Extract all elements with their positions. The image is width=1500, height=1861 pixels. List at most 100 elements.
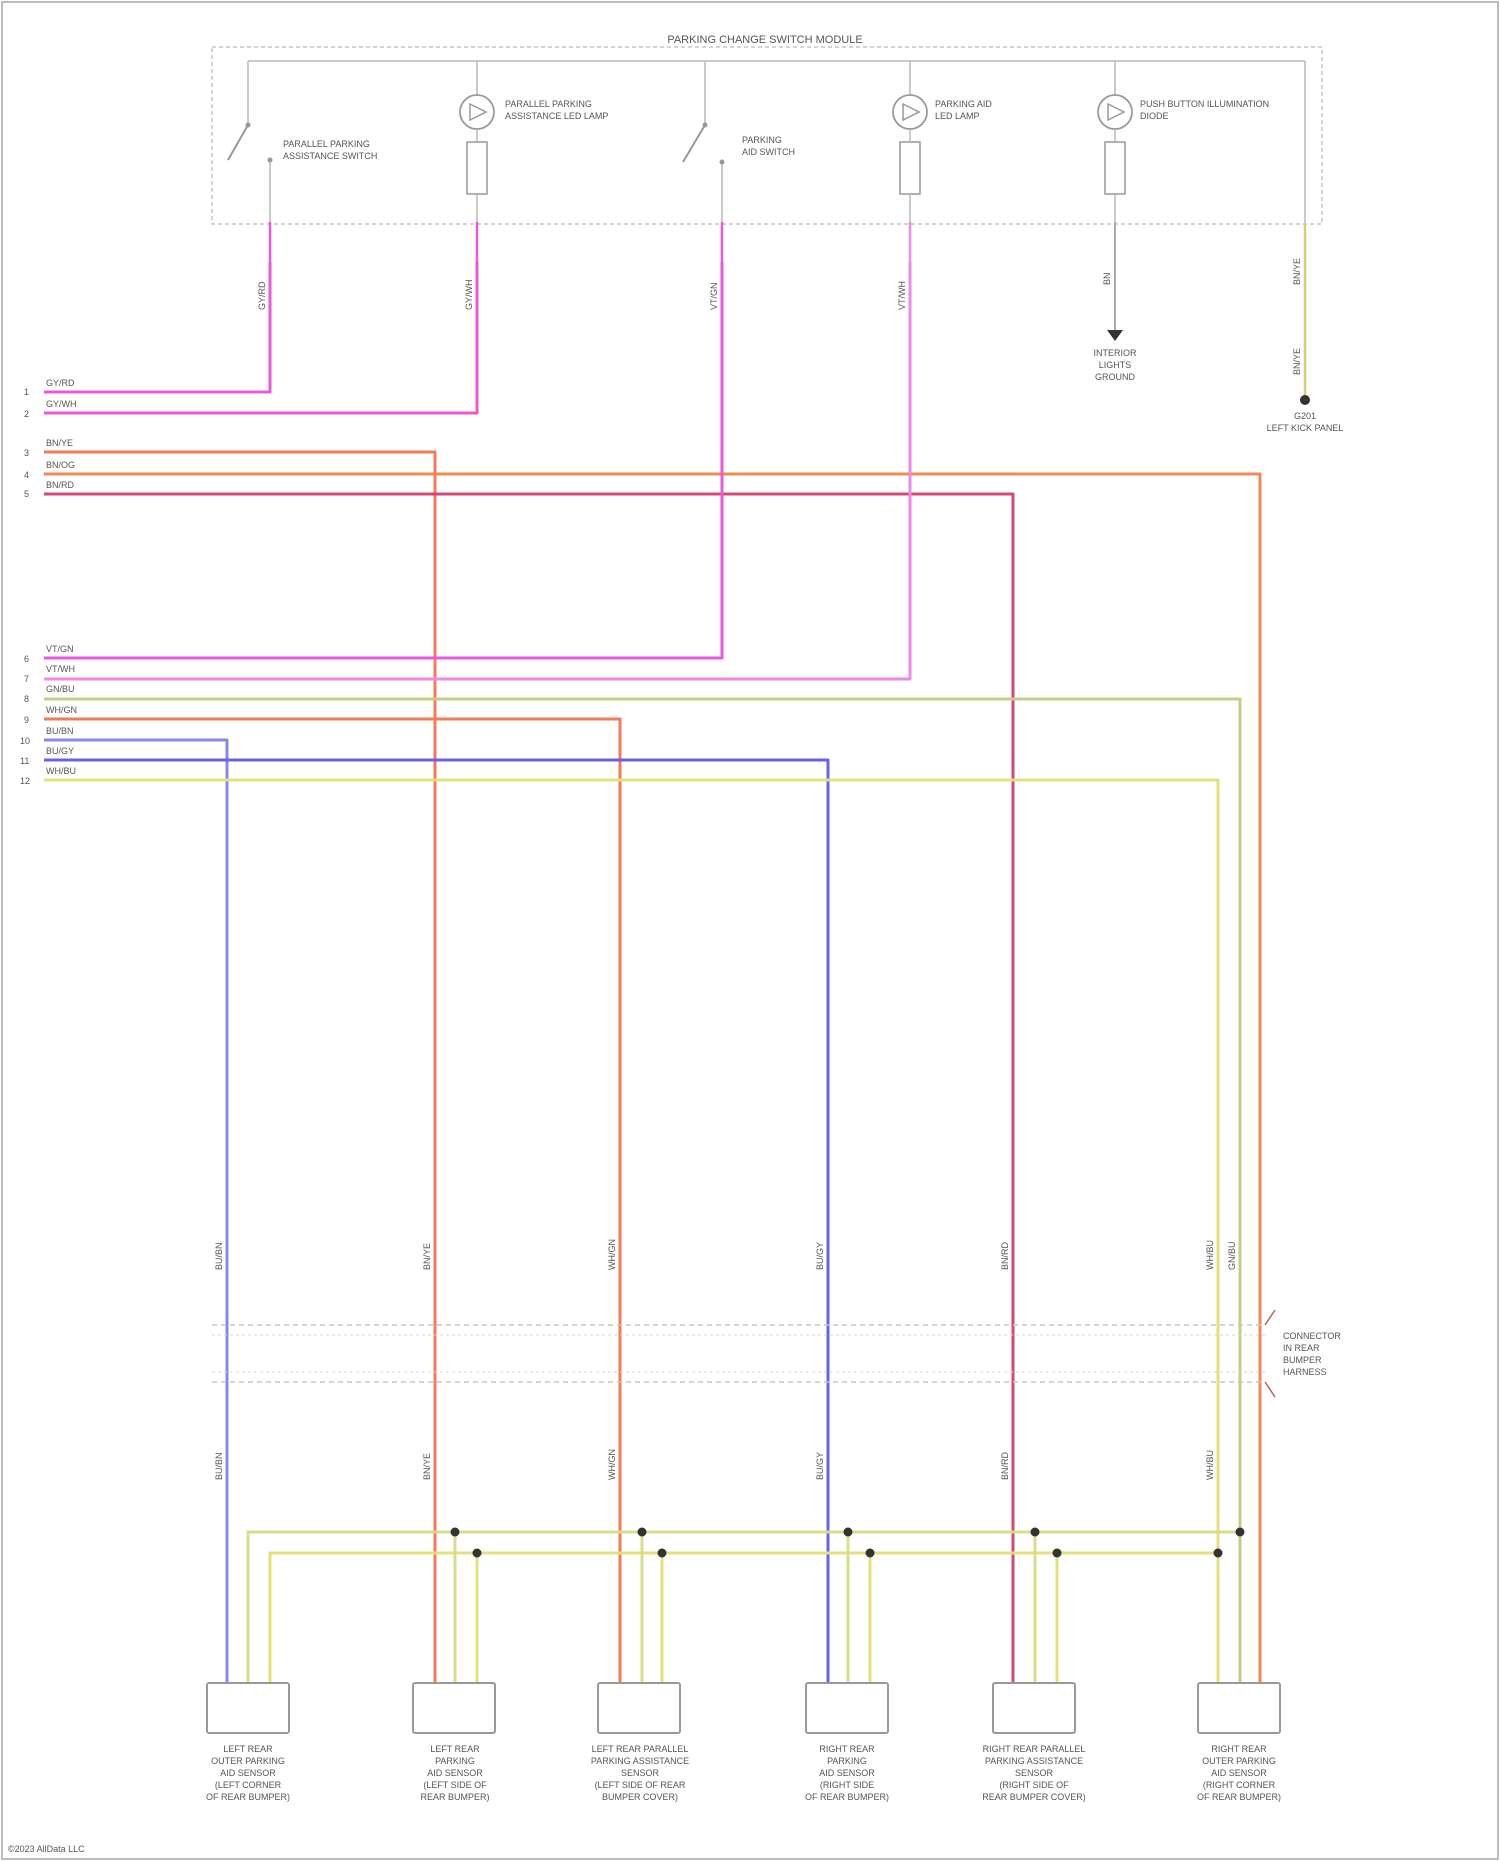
connector-label: IN REAR	[1283, 1343, 1320, 1353]
component-label: PARALLEL PARKING	[283, 139, 370, 149]
wire-code: GY/RD	[46, 378, 75, 388]
wire-code: GN/BU	[46, 684, 75, 694]
sensor-label: PARKING	[435, 1756, 475, 1766]
sensor-label: (LEFT SIDE OF REAR	[595, 1780, 686, 1790]
connector-label: CONNECTOR	[1283, 1331, 1341, 1341]
component-label: ASSISTANCE SWITCH	[283, 151, 377, 161]
sensor-label: RIGHT REAR PARALLEL	[983, 1744, 1086, 1754]
pin-number: 7	[24, 674, 29, 684]
component-label: AID SWITCH	[742, 147, 795, 157]
sensor-label: (RIGHT CORNER	[1203, 1780, 1276, 1790]
ground-arrow-icon	[1107, 330, 1123, 341]
component-label: PUSH BUTTON ILLUMINATION	[1140, 99, 1269, 109]
wire-pin6	[44, 262, 722, 658]
sensors: LEFT REAR OUTER PARKING AID SENSOR (LEFT…	[206, 1683, 1281, 1802]
parallel-parking-led-lamp: PARALLEL PARKING ASSISTANCE LED LAMP	[460, 61, 608, 222]
splice-label: G201	[1294, 411, 1316, 421]
sensor-label: REAR BUMPER COVER)	[982, 1792, 1086, 1802]
wire-code: BU/BN	[46, 726, 74, 736]
connector-label: BUMPER	[1283, 1355, 1322, 1365]
sensor-label: PARKING	[827, 1756, 867, 1766]
illumination-diode: PUSH BUTTON ILLUMINATION DIODE	[1098, 61, 1269, 222]
pin-number: 1	[24, 387, 29, 397]
sensor-label: LEFT REAR PARALLEL	[592, 1744, 689, 1754]
footer-copyright: ©2023 AllData LLC	[8, 1844, 85, 1854]
wire-code: BN/RD	[1000, 1451, 1010, 1480]
inline-wire-codes: BU/BN BN/YE WH/GN BU/GY BN/RD WH/BU GN/B…	[214, 1239, 1237, 1480]
wire-code: BN/OG	[46, 460, 75, 470]
sensor-label: (LEFT SIDE OF	[423, 1780, 487, 1790]
component-label: DIODE	[1140, 111, 1169, 121]
wire-code: VT/GN	[709, 282, 719, 310]
wire-pin10	[44, 740, 227, 1690]
wires	[44, 262, 1260, 1690]
sensor-label: LEFT REAR	[223, 1744, 273, 1754]
sensor-label: SENSOR	[621, 1768, 660, 1778]
wire-code: BN/YE	[422, 1453, 432, 1480]
wire-code: VT/GN	[46, 644, 74, 654]
pin-number: 3	[24, 448, 29, 458]
wire-code: GN/BU	[1227, 1241, 1237, 1270]
sensor-label: AID SENSOR	[427, 1768, 483, 1778]
sensor-label: AID SENSOR	[1211, 1768, 1267, 1778]
wire-code: BN	[1102, 272, 1112, 285]
parallel-parking-switch: PARALLEL PARKING ASSISTANCE SWITCH	[228, 123, 377, 223]
sensor-label: OUTER PARKING	[1202, 1756, 1276, 1766]
sensor-left-outer: LEFT REAR OUTER PARKING AID SENSOR (LEFT…	[206, 1683, 290, 1802]
sensor-label: RIGHT REAR	[819, 1744, 875, 1754]
pin-number: 12	[20, 776, 30, 786]
ground-label: INTERIOR	[1093, 348, 1137, 358]
sensor-label: AID SENSOR	[819, 1768, 875, 1778]
component-label: LED LAMP	[935, 111, 980, 121]
sensor-label: (RIGHT SIDE OF	[999, 1780, 1069, 1790]
component-label: PARKING AID	[935, 99, 992, 109]
left-connector: 1 2 3 4 5 6 7 8 9 10 11 12 GY/RD GY/WH B…	[20, 378, 77, 786]
wire-code: WH/BU	[1205, 1240, 1215, 1270]
sensor-bus-lines	[248, 1532, 1240, 1690]
wire-code: BN/YE	[1292, 258, 1302, 285]
pin-number: 5	[24, 489, 29, 499]
wire-code: GY/RD	[257, 281, 267, 310]
wire-code: BU/BN	[214, 1452, 224, 1480]
wire-code: GY/WH	[464, 280, 474, 311]
wire-code: BU/GY	[46, 746, 74, 756]
rear-bumper-connector: CONNECTOR IN REAR BUMPER HARNESS	[212, 1310, 1341, 1397]
sensor-label: (LEFT CORNER	[215, 1780, 282, 1790]
connector-label: HARNESS	[1283, 1367, 1327, 1377]
component-label: PARKING	[742, 135, 782, 145]
sensor-right-parallel: RIGHT REAR PARALLEL PARKING ASSISTANCE S…	[982, 1683, 1086, 1802]
sensor-label: (RIGHT SIDE	[820, 1780, 874, 1790]
sensor-left-rear: LEFT REAR PARKING AID SENSOR (LEFT SIDE …	[413, 1683, 495, 1802]
wire-code: VT/WH	[897, 281, 907, 310]
wire-code: VT/WH	[46, 664, 75, 674]
wire-pin5	[44, 494, 1013, 1690]
wire-code: WH/BU	[46, 766, 76, 776]
wire-code: WH/GN	[46, 705, 77, 715]
component-label: PARALLEL PARKING	[505, 99, 592, 109]
sensor-label: REAR BUMPER)	[420, 1792, 489, 1802]
wire-code: BN/YE	[422, 1243, 432, 1270]
ground-label: LIGHTS	[1099, 360, 1132, 370]
sensor-label: SENSOR	[1015, 1768, 1054, 1778]
pin-number: 8	[24, 694, 29, 704]
wire-pin1	[44, 262, 270, 392]
module-connector-pins	[270, 222, 910, 262]
wire-code: GY/WH	[46, 399, 77, 409]
module-title: PARKING CHANGE SWITCH MODULE	[667, 34, 862, 46]
wire-code: BN/YE	[46, 438, 73, 448]
sensor-label: OF REAR BUMPER)	[805, 1792, 889, 1802]
splice-dot-icon	[1300, 395, 1310, 405]
pin-number: 9	[24, 715, 29, 725]
sensor-label: OF REAR BUMPER)	[206, 1792, 290, 1802]
wire-code: BN/RD	[1000, 1241, 1010, 1270]
pin-number: 6	[24, 654, 29, 664]
sensor-label: PARKING ASSISTANCE	[591, 1756, 689, 1766]
sensor-right-outer: RIGHT REAR OUTER PARKING AID SENSOR (RIG…	[1197, 1683, 1281, 1802]
sensor-left-parallel: LEFT REAR PARALLEL PARKING ASSISTANCE SE…	[591, 1683, 689, 1802]
parking-aid-switch: PARKING AID SWITCH	[683, 61, 795, 222]
wire-code: WH/GN	[607, 1449, 617, 1480]
wire-code: BN/RD	[46, 480, 75, 490]
wire-code: BU/GY	[815, 1242, 825, 1270]
sensor-label: PARKING ASSISTANCE	[985, 1756, 1083, 1766]
